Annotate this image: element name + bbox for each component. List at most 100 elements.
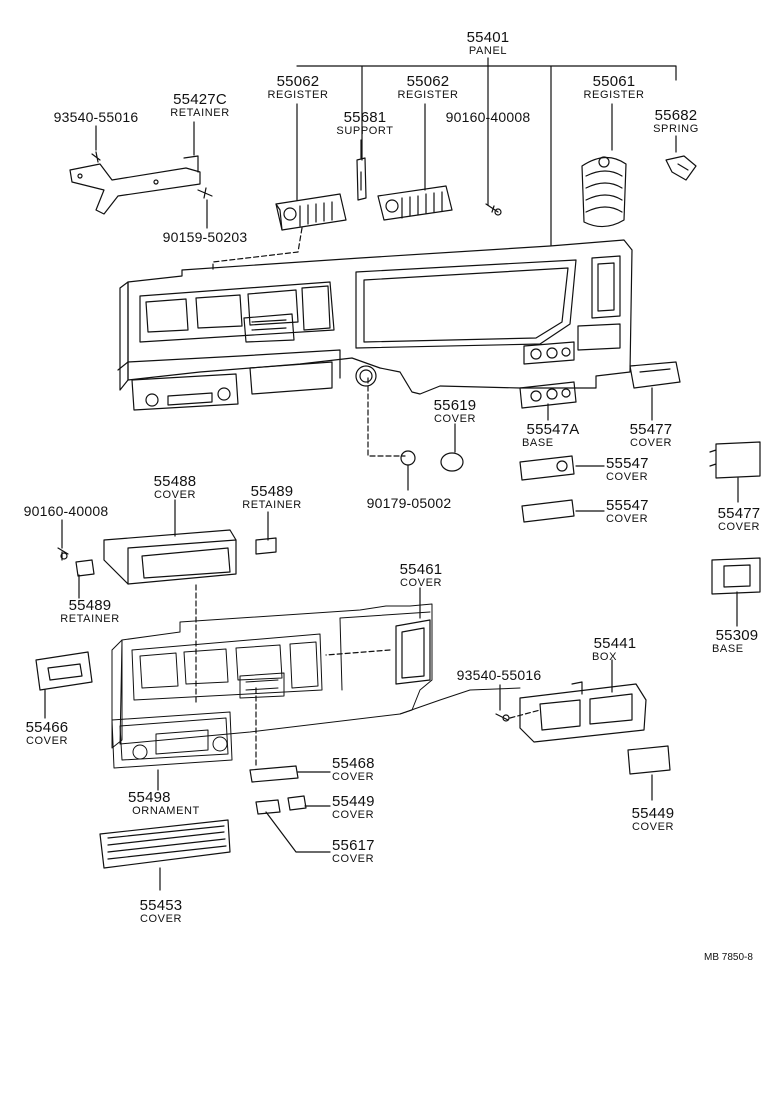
- register-55062-mid: [377, 185, 453, 221]
- instrument-panel-lower: [111, 603, 521, 769]
- part-name: COVER: [25, 735, 69, 747]
- retainer-55489-bottom: [75, 559, 95, 577]
- callout-55401: 55401 PANEL: [456, 30, 520, 57]
- callout-55498: 55498 ORNAMENT: [120, 790, 212, 817]
- part-name: PANEL: [468, 45, 508, 57]
- cover-55449-left: [255, 799, 281, 815]
- part-number: 55061: [592, 73, 636, 90]
- cover-55449-right: [627, 745, 671, 775]
- part-name: COVER: [153, 489, 197, 501]
- callout-55427c: 55427C RETAINER: [160, 92, 240, 119]
- support-55681: [356, 157, 367, 201]
- cover-55461: [395, 619, 431, 685]
- cigarette-socket-90179: [400, 450, 416, 466]
- base-55309: [711, 557, 761, 595]
- part-number: 55489: [68, 597, 112, 614]
- callout-55477-mid: 55477 COVER: [620, 422, 682, 449]
- callout-55489-top: 55489 RETAINER: [232, 484, 312, 511]
- part-number: 55427C: [173, 91, 227, 108]
- callout-55062-mid: 55062 REGISTER: [392, 74, 464, 101]
- retainer-55489-top: [255, 537, 277, 555]
- part-name: COVER: [717, 521, 761, 533]
- retainer-bracket-55427c: [69, 151, 213, 215]
- cover-55468: [249, 765, 299, 783]
- part-number: 55461: [399, 561, 443, 578]
- part-number: 93540-55016: [53, 109, 139, 125]
- drawing-reference: MB 7850-8: [704, 952, 753, 963]
- part-name: SPRING: [653, 123, 699, 135]
- leader-lines: [44, 57, 739, 891]
- callout-93540-bottom: 93540-55016: [446, 668, 552, 682]
- part-number: 55062: [276, 73, 320, 90]
- part-number: 55477: [629, 421, 673, 438]
- cover-55547-lower: [521, 499, 575, 523]
- cover-55488-box: [103, 529, 237, 585]
- register-55062-left: [275, 193, 347, 231]
- part-name: COVER: [139, 913, 183, 925]
- callout-90159: 90159-50203: [152, 230, 258, 244]
- cover-55547-upper: [519, 455, 575, 481]
- part-number: 90160-40008: [445, 109, 531, 125]
- part-number: 90160-40008: [23, 503, 109, 519]
- cover-55619-knob: [440, 452, 464, 472]
- callout-90160-top: 90160-40008: [436, 110, 540, 124]
- callout-55468: 55468 COVER: [332, 756, 396, 783]
- part-name: BOX: [592, 651, 618, 663]
- part-number: 55401: [466, 29, 510, 46]
- spring-55682: [665, 155, 697, 181]
- part-number: 55489: [250, 483, 294, 500]
- part-number: 55682: [654, 107, 698, 124]
- part-number: 55477: [717, 505, 761, 522]
- part-number: 55681: [343, 109, 387, 126]
- part-number: 55617: [332, 837, 375, 854]
- part-number: 55547: [606, 455, 649, 472]
- part-number: 55453: [139, 897, 183, 914]
- cover-55477-right: [709, 441, 761, 479]
- cover-55477-mid: [629, 361, 681, 389]
- callout-55449-right: 55449 COVER: [622, 806, 684, 833]
- screw-93540-bottom: [495, 713, 509, 721]
- part-name: REGISTER: [583, 89, 645, 101]
- box-55441: [519, 681, 647, 743]
- part-number: 55309: [715, 627, 759, 644]
- callout-55619: 55619 COVER: [424, 398, 486, 425]
- part-number: 93540-55016: [456, 667, 542, 683]
- register-55061: [581, 156, 627, 228]
- part-name: COVER: [629, 437, 673, 449]
- part-name: REGISTER: [397, 89, 459, 101]
- cover-55453-grille: [99, 819, 231, 869]
- part-name: COVER: [631, 821, 675, 833]
- part-name: COVER: [433, 413, 477, 425]
- callout-55488: 55488 COVER: [144, 474, 206, 501]
- callout-55681: 55681 SUPPORT: [332, 110, 398, 137]
- part-number: 55062: [406, 73, 450, 90]
- callout-55547a: 55547A BASE: [516, 422, 590, 449]
- part-number: 55619: [433, 397, 477, 414]
- cover-55449-small: [287, 795, 307, 811]
- callout-55617: 55617 COVER: [332, 838, 396, 865]
- part-name: RETAINER: [170, 107, 230, 119]
- callout-55449-mid: 55449 COVER: [332, 794, 396, 821]
- part-name: COVER: [332, 853, 375, 865]
- part-number: 55466: [25, 719, 69, 736]
- callout-55461: 55461 COVER: [390, 562, 452, 589]
- part-number: 55449: [332, 793, 375, 810]
- callout-55441: 55441 BOX: [584, 636, 646, 663]
- part-name: COVER: [332, 771, 375, 783]
- callout-55309: 55309 BASE: [706, 628, 768, 655]
- part-number: 55498: [128, 789, 171, 806]
- callout-55477-right: 55477 COVER: [708, 506, 770, 533]
- part-number: 55547A: [526, 421, 580, 438]
- callout-55489-bottom: 55489 RETAINER: [50, 598, 130, 625]
- part-name: BASE: [712, 643, 744, 655]
- callout-55062-left: 55062 REGISTER: [262, 74, 334, 101]
- callout-55682: 55682 SPRING: [646, 108, 706, 135]
- callout-55453: 55453 COVER: [130, 898, 192, 925]
- instrument-panel-upper: [117, 239, 633, 411]
- callout-55466: 55466 COVER: [16, 720, 78, 747]
- part-number: 55488: [153, 473, 197, 490]
- switch-base-55547a: [519, 381, 577, 409]
- part-name: RETAINER: [60, 613, 120, 625]
- callout-90179: 90179-05002: [356, 496, 462, 510]
